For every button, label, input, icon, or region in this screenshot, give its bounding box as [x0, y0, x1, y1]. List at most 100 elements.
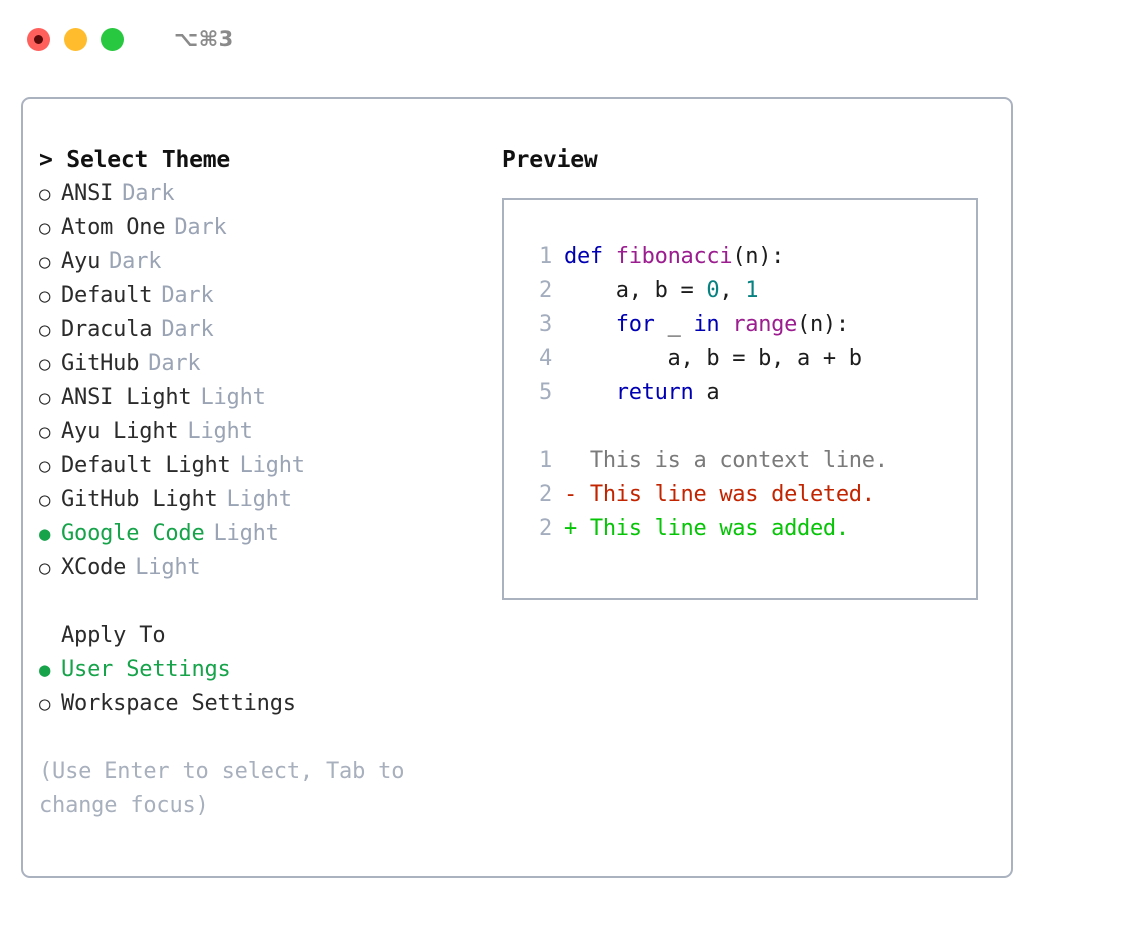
theme-kind-tag: Dark: [148, 351, 201, 376]
line-number: 2: [539, 278, 552, 303]
radio-icon: ○: [39, 319, 51, 341]
radio-icon: ○: [39, 421, 51, 443]
apply-to-heading: Apply To: [61, 623, 166, 648]
token-plain: [603, 244, 616, 269]
token-plain: ,: [719, 278, 746, 303]
diff-line-added: 2 + This line was added.: [522, 512, 976, 546]
theme-option-github-dark[interactable]: ○ GitHub Dark: [39, 347, 489, 381]
record-dot-icon: [34, 34, 43, 44]
token-function: range: [732, 312, 798, 337]
theme-name: ANSI: [61, 181, 114, 206]
theme-name: Google Code: [61, 521, 205, 546]
token-plain: a, b = b, a + b: [564, 346, 863, 371]
token-plain: [719, 312, 732, 337]
diff-text: This is a context line.: [576, 448, 888, 473]
preview-spacer: [522, 410, 976, 444]
theme-option-ayu-dark[interactable]: ○ Ayu Dark: [39, 245, 489, 279]
line-number: 1: [539, 448, 552, 473]
theme-kind-tag: Dark: [109, 249, 162, 274]
code-line: 4 a, b = b, a + b: [522, 342, 976, 376]
radio-icon: ○: [39, 557, 51, 579]
token-plain: (n):: [732, 244, 785, 269]
theme-name: GitHub: [61, 351, 140, 376]
diff-marker: [564, 444, 577, 478]
keyboard-hint-text: (Use Enter to select, Tab to change focu…: [39, 759, 405, 818]
apply-option-label: User Settings: [61, 657, 231, 682]
theme-name: Default: [61, 283, 153, 308]
radio-selected-icon: ●: [39, 523, 51, 545]
code-line: 2 a, b = 0, 1: [522, 274, 976, 308]
theme-name: XCode: [61, 555, 127, 580]
token-keyword: for: [615, 312, 655, 337]
token-keyword: return: [615, 380, 694, 405]
minimize-window-icon[interactable]: [64, 27, 87, 51]
radio-selected-icon: ●: [39, 659, 51, 681]
theme-name: ANSI Light: [61, 385, 192, 410]
diff-sample: 1 This is a context line. 2 - This line …: [522, 444, 976, 546]
theme-kind-tag: Dark: [161, 283, 214, 308]
theme-kind-tag: Light: [239, 453, 305, 478]
maximize-window-icon[interactable]: [101, 27, 124, 51]
token-number: 0: [706, 278, 720, 303]
apply-option-user-settings[interactable]: ● User Settings: [39, 653, 489, 687]
theme-name: Dracula: [61, 317, 153, 342]
preview-box: 1 def fibonacci(n): 2 a, b = 0, 1 3 for …: [502, 198, 978, 600]
theme-option-xcode-light[interactable]: ○ XCode Light: [39, 551, 489, 585]
theme-name: Ayu: [61, 249, 101, 274]
token-keyword: def: [564, 244, 603, 269]
token-function: fibonacci: [615, 244, 733, 269]
traffic-lights: [27, 27, 124, 51]
theme-option-github-light[interactable]: ○ GitHub Light Light: [39, 483, 489, 517]
radio-icon: ○: [39, 489, 51, 511]
theme-option-atom-one-dark[interactable]: ○ Atom One Dark: [39, 211, 489, 245]
theme-kind-tag: Light: [187, 419, 253, 444]
theme-kind-tag: Light: [213, 521, 279, 546]
line-number: 1: [539, 244, 552, 269]
radio-icon: ○: [39, 183, 51, 205]
theme-option-default-light[interactable]: ○ Default Light Light: [39, 449, 489, 483]
preview-heading: Preview: [502, 147, 598, 173]
line-number: 5: [539, 380, 552, 405]
apply-option-workspace-settings[interactable]: ○ Workspace Settings: [39, 687, 489, 721]
theme-name: GitHub Light: [61, 487, 218, 512]
theme-option-default-dark[interactable]: ○ Default Dark: [39, 279, 489, 313]
select-theme-heading: > Select Theme: [39, 147, 231, 173]
keyboard-shortcut-label: ⌥⌘3: [174, 27, 234, 51]
radio-icon: ○: [39, 387, 51, 409]
radio-icon: ○: [39, 285, 51, 307]
diff-text: This line was deleted.: [576, 482, 875, 507]
title-bar: ⌥⌘3: [0, 0, 1140, 78]
close-window-icon[interactable]: [27, 27, 50, 51]
code-text: for _ in range(n):: [564, 308, 849, 342]
theme-option-ansi-dark[interactable]: ○ ANSI Dark: [39, 177, 489, 211]
radio-icon: ○: [39, 693, 51, 715]
theme-name: Ayu Light: [61, 419, 179, 444]
line-number: 3: [539, 312, 552, 337]
theme-selection-column: > Select Theme ○ ANSI Dark ○ Atom One Da…: [39, 143, 489, 823]
token-keyword: in: [693, 312, 720, 337]
token-plain: a: [693, 380, 720, 405]
theme-option-ayu-light[interactable]: ○ Ayu Light Light: [39, 415, 489, 449]
theme-kind-tag: Light: [200, 385, 266, 410]
list-spacer: [39, 585, 489, 619]
token-plain: a, b =: [564, 278, 707, 303]
diff-line-deleted: 2 - This line was deleted.: [522, 478, 976, 512]
radio-icon: ○: [39, 455, 51, 477]
diff-marker: -: [564, 482, 577, 507]
token-plain: _: [654, 312, 694, 337]
code-line: 5 return a: [522, 376, 976, 410]
token-plain: [564, 380, 616, 405]
diff-marker: +: [564, 516, 577, 541]
theme-option-google-code-light[interactable]: ● Google Code Light: [39, 517, 489, 551]
code-text: def fibonacci(n):: [564, 240, 784, 274]
code-sample: 1 def fibonacci(n): 2 a, b = 0, 1 3 for …: [522, 240, 976, 410]
code-text: a, b = b, a + b: [564, 342, 863, 376]
theme-kind-tag: Light: [135, 555, 201, 580]
code-text: a, b = 0, 1: [564, 274, 759, 308]
theme-kind-tag: Dark: [122, 181, 175, 206]
preview-column: Preview 1 def fibonacci(n): 2 a, b = 0, …: [502, 143, 992, 600]
theme-option-ansi-light[interactable]: ○ ANSI Light Light: [39, 381, 489, 415]
theme-name: Atom One: [61, 215, 166, 240]
theme-option-dracula-dark[interactable]: ○ Dracula Dark: [39, 313, 489, 347]
